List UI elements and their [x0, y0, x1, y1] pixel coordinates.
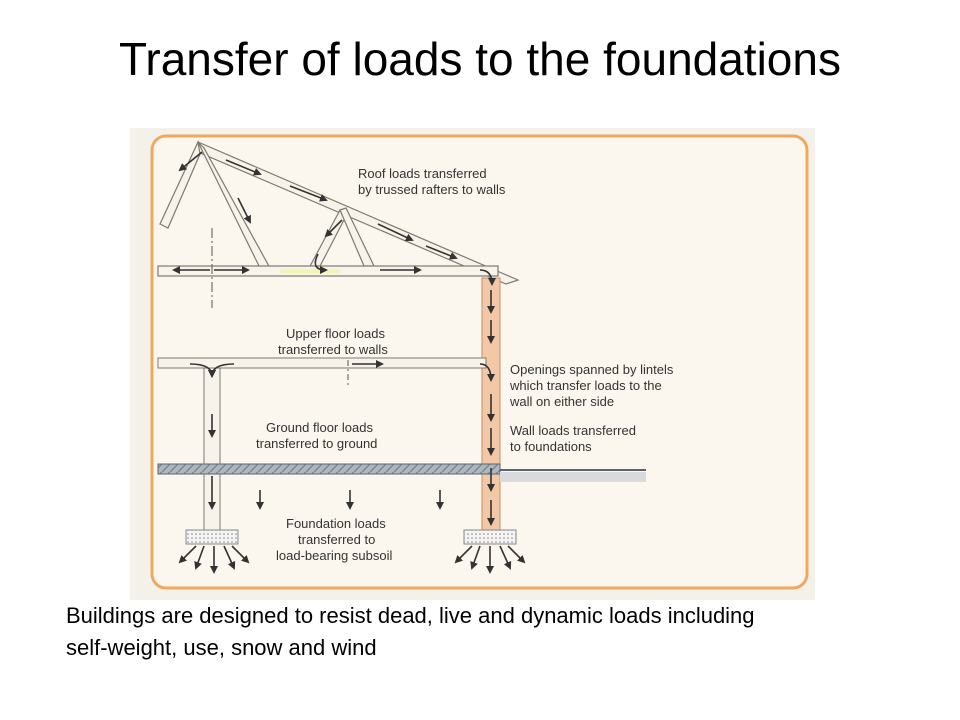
foundation-pad-right: [463, 529, 517, 545]
caption-line-1: Buildings are designed to resist dead, l…: [66, 603, 755, 628]
label-foundation-3: load-bearing subsoil: [276, 548, 392, 563]
label-ground-2: transferred to ground: [256, 436, 377, 451]
label-roof-2: by trussed rafters to walls: [358, 182, 506, 197]
load-arrows: [172, 151, 526, 574]
label-wall-2: to foundations: [510, 439, 592, 454]
ground-slab: [157, 463, 501, 475]
caption: Buildings are designed to resist dead, l…: [66, 600, 926, 664]
label-ground-1: Ground floor loads: [266, 420, 373, 435]
caption-line-2: self-weight, use, snow and wind: [66, 635, 377, 660]
label-foundation-2: transferred to: [298, 532, 375, 547]
label-wall-1: Wall loads transferred: [510, 423, 636, 438]
ceiling-tie-highlight: [280, 269, 340, 273]
internal-wall: [203, 365, 221, 539]
load-transfer-diagram: Roof loads transferred by trussed rafter…: [130, 128, 815, 600]
slide-title: Transfer of loads to the foundations: [119, 33, 841, 85]
label-upper-2: transferred to walls: [278, 342, 388, 357]
label-upper-1: Upper floor loads: [286, 326, 385, 341]
label-foundation-1: Foundation loads: [286, 516, 386, 531]
label-openings-2: which transfer loads to the: [509, 378, 662, 393]
label-openings-3: wall on either side: [509, 394, 614, 409]
label-openings-1: Openings spanned by lintels: [510, 362, 674, 377]
label-roof-1: Roof loads transferred: [358, 166, 487, 181]
foundation-pad-left: [185, 529, 239, 545]
upper-floor: [157, 357, 487, 369]
